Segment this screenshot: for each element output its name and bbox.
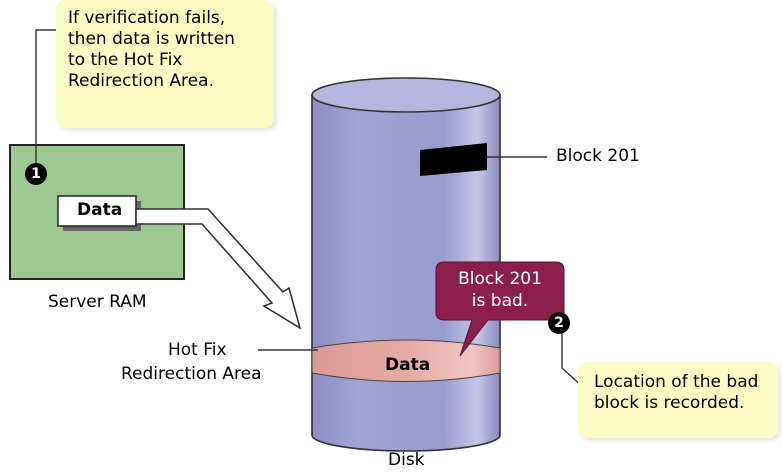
- callout-line1: Block 201: [458, 269, 542, 289]
- disk-label: Disk: [388, 450, 425, 470]
- hotfix-label-line1: Hot Fix: [168, 340, 227, 360]
- ram-data-label: Data: [77, 200, 123, 220]
- step-1-badge: 1: [25, 163, 47, 185]
- verification-fail-note: If verification fails, then data is writ…: [56, 0, 274, 128]
- note-line: Location of the bad: [594, 372, 759, 392]
- note-leader-line: [35, 29, 56, 165]
- callout-line2: is bad.: [471, 291, 529, 311]
- server-ram-label: Server RAM: [48, 292, 147, 312]
- hotfix-band: [311, 339, 501, 382]
- block-201-label: Block 201: [556, 146, 640, 166]
- bad-block-201: [420, 143, 487, 176]
- note-line: If verification fails,: [68, 8, 226, 28]
- bad-block-recorded-note: Location of the bad block is recorded.: [578, 362, 778, 438]
- callout-bubble: [435, 261, 565, 357]
- note-line: to the Hot Fix: [68, 50, 183, 70]
- disk-cylinder-top: [311, 77, 501, 113]
- hotfix-data-label: Data: [385, 355, 431, 375]
- note-line: Redirection Area.: [68, 71, 214, 91]
- redirect-arrow: [135, 208, 302, 330]
- step-2-badge: 2: [548, 312, 570, 334]
- hotfix-label-line2: Redirection Area: [121, 364, 262, 384]
- note-line: block is recorded.: [594, 393, 745, 413]
- ram-data-box: [57, 195, 137, 227]
- note-line: then data is written: [68, 29, 235, 49]
- disk-cylinder-cover: [313, 400, 499, 435]
